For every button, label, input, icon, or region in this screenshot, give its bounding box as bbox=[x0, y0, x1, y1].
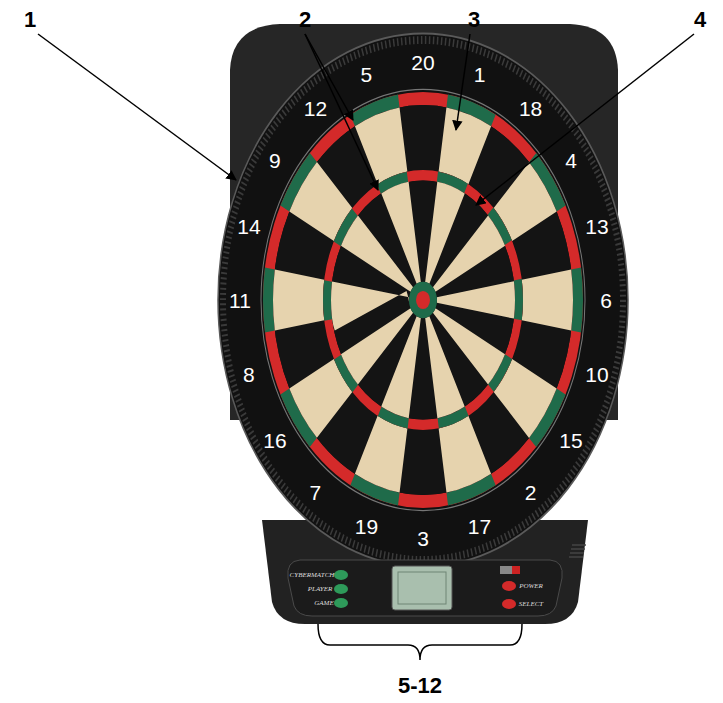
button-label: POWER bbox=[519, 583, 543, 590]
sector-number: 2 bbox=[525, 482, 537, 503]
sector-number: 15 bbox=[559, 429, 582, 450]
sector-number: 5 bbox=[361, 63, 373, 84]
sector-number: 10 bbox=[585, 363, 608, 384]
leader-line bbox=[38, 34, 236, 180]
green-button bbox=[334, 598, 348, 608]
outer-bull bbox=[409, 282, 437, 318]
speaker-grille bbox=[569, 545, 586, 557]
leader-line bbox=[476, 34, 694, 205]
lcd-display bbox=[392, 566, 452, 610]
button-label: SELECT bbox=[519, 601, 544, 608]
leader-line bbox=[456, 34, 470, 130]
sector-number: 13 bbox=[585, 216, 608, 237]
sector-number: 8 bbox=[243, 363, 255, 384]
button-label: CYBERMATCH bbox=[290, 572, 335, 579]
bullseye bbox=[416, 291, 430, 309]
callout-number: 3 bbox=[468, 9, 480, 31]
sector-number: 18 bbox=[519, 97, 542, 118]
green-button bbox=[334, 570, 348, 580]
single-area bbox=[280, 114, 566, 486]
sector-number: 7 bbox=[310, 482, 322, 503]
button-label: GAME bbox=[314, 600, 333, 607]
sector-number: 17 bbox=[468, 516, 491, 537]
sector-number: 14 bbox=[237, 216, 260, 237]
lcd-inner bbox=[398, 572, 446, 604]
sector-number: 20 bbox=[411, 52, 434, 73]
single-area bbox=[362, 221, 483, 379]
control-panel bbox=[288, 560, 563, 616]
ring-edge bbox=[261, 89, 585, 510]
red-button bbox=[502, 581, 516, 591]
triple-ring bbox=[313, 157, 533, 443]
callout-number: 5-12 bbox=[398, 675, 442, 697]
sector-number: 1 bbox=[474, 63, 486, 84]
green-button bbox=[334, 584, 348, 594]
sector-number: 16 bbox=[263, 429, 286, 450]
red-button bbox=[502, 599, 516, 609]
sector-number: 11 bbox=[229, 290, 251, 311]
callout-number: 2 bbox=[299, 9, 311, 31]
sector-number: 4 bbox=[565, 150, 577, 171]
housing-bottom bbox=[262, 520, 588, 624]
sector-number: 3 bbox=[417, 527, 429, 548]
button-label: PLAYER bbox=[308, 586, 333, 593]
sector-number: 12 bbox=[304, 97, 327, 118]
number-ring bbox=[218, 34, 628, 567]
ring-texture bbox=[223, 40, 623, 560]
logo-badge bbox=[512, 566, 520, 574]
logo-badge bbox=[500, 566, 520, 574]
double-ring bbox=[246, 69, 601, 530]
sector-number: 6 bbox=[600, 290, 612, 311]
callout-number: 1 bbox=[24, 9, 36, 31]
sector-number: 19 bbox=[355, 516, 378, 537]
bracket bbox=[318, 624, 522, 660]
dartboard bbox=[218, 34, 628, 567]
sector-number: 9 bbox=[269, 150, 281, 171]
callout-number: 4 bbox=[694, 9, 706, 31]
